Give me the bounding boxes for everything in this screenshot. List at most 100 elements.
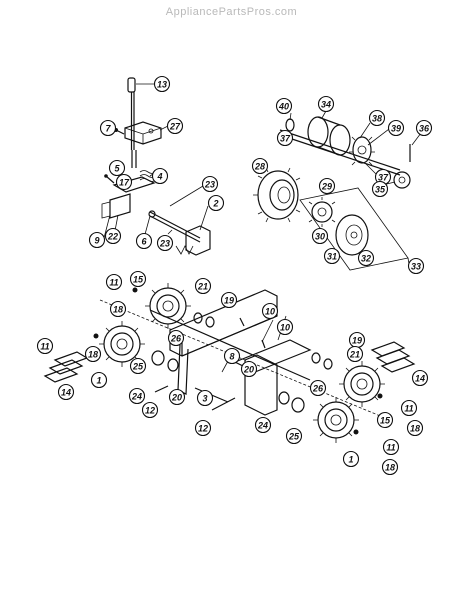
callout-number: 36 [419,124,430,134]
callout-29: 29 [318,177,336,195]
callout-25: 25 [285,427,303,445]
callout-circle [387,119,405,137]
callout-number: 15 [380,416,391,426]
callout-number: 20 [243,365,254,375]
callout-circle [220,291,238,309]
callout-circle [128,387,146,405]
callout-circle [151,167,169,185]
callout-number: 26 [170,334,182,344]
callout-circle [194,277,212,295]
callout-circle [57,383,75,401]
callout-5: 5 [108,159,126,177]
callout-number: 18 [385,463,395,473]
callout-31: 31 [323,247,341,265]
callout-number: 14 [61,388,71,398]
callout-circle [153,75,171,93]
callout-23: 23 [156,234,174,252]
callout-27: 27 [166,117,184,135]
callout-number: 22 [107,232,118,242]
callout-4: 4 [151,167,169,185]
callout-circle [156,234,174,252]
callout-14: 14 [411,369,429,387]
callout-number: 38 [372,114,382,124]
callout-circle [129,270,147,288]
callout-circle [166,117,184,135]
callout-number: 27 [169,122,181,132]
callout-circle [368,109,386,127]
callout-circle [194,419,212,437]
callout-circle [88,231,106,249]
callout-11: 11 [105,273,123,291]
callout-1: 1 [90,371,108,389]
callout-number: 10 [280,323,290,333]
callout-17: 17 [115,173,133,191]
callout-circle [90,371,108,389]
callout-number: 25 [288,432,300,442]
callout-circle [407,257,425,275]
callout-number: 29 [321,182,332,192]
callout-circle [276,129,294,147]
callout-circle [357,249,375,267]
callout-38: 38 [368,109,386,127]
callout-number: 19 [352,336,362,346]
callout-circle [342,450,360,468]
callout-circle [400,399,418,417]
callout-circle [254,416,272,434]
wheel-frame-assembly [43,283,416,443]
callout-20: 20 [240,360,258,378]
callout-11: 11 [36,337,54,355]
callout-9: 9 [88,231,106,249]
callout-28: 28 [251,157,269,175]
callout-number: 24 [257,421,268,431]
callout-number: 25 [132,362,144,372]
callout-number: 19 [224,296,234,306]
callout-14: 14 [57,383,75,401]
callout-number: 23 [159,239,170,249]
callout-circle [196,389,214,407]
callout-circle [105,273,123,291]
watermark-text: AppliancePartsPros.com [165,6,298,18]
callout-32: 32 [357,249,375,267]
callout-circle [381,458,399,476]
callout-number: 37 [280,134,291,144]
callout-21: 21 [194,277,212,295]
callout-number: 5 [114,164,120,174]
callout-10: 10 [261,302,279,320]
callout-circle [141,401,159,419]
callout-1: 1 [342,450,360,468]
callout-circle [135,232,153,250]
callout-24: 24 [128,387,146,405]
callout-11: 11 [382,438,400,456]
callout-number: 18 [113,305,123,315]
callout-circle [323,247,341,265]
callout-number: 7 [105,124,111,134]
callout-number: 31 [327,252,337,262]
callout-circle [108,159,126,177]
callout-number: 21 [349,350,360,360]
callout-circle [115,173,133,191]
callout-40: 40 [275,97,293,115]
callout-6: 6 [135,232,153,250]
callout-number: 1 [96,376,101,386]
callout-circle [309,379,327,397]
callout-circle [223,347,241,365]
callout-number: 11 [386,443,395,453]
callout-circle [240,360,258,378]
callout-number: 13 [157,80,167,90]
callout-number: 4 [156,172,162,182]
callout-number: 18 [88,350,98,360]
callout-circle [318,177,336,195]
callout-24: 24 [254,416,272,434]
leader-lines [103,83,422,373]
callout-12: 12 [141,401,159,419]
callout-circle [129,357,147,375]
callout-12: 12 [194,419,212,437]
callout-number: 37 [378,173,389,183]
callout-circle [99,119,117,137]
callout-26: 26 [167,329,185,347]
callout-30: 30 [311,227,329,245]
callout-number: 1 [348,455,353,465]
callout-34: 34 [317,95,335,113]
callout-circle [36,337,54,355]
callout-number: 28 [254,162,265,172]
